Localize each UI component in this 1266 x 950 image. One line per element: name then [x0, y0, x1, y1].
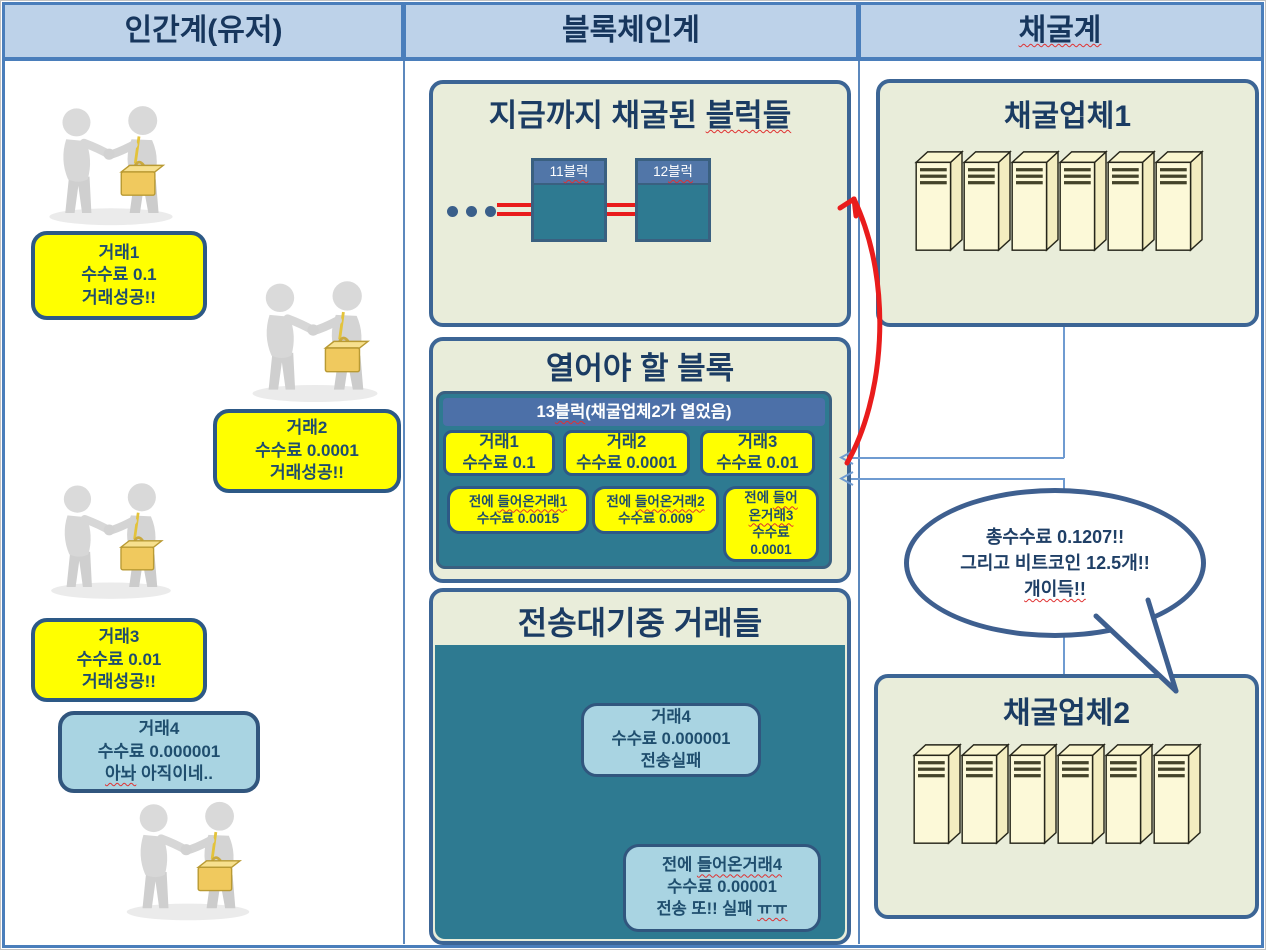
open-block-title: 열어야 할 블록: [545, 351, 735, 386]
header-divider-2: [856, 5, 861, 61]
mined-blocks-panel: 지금까지 채굴된 블럭들 11블럭 12블럭: [429, 80, 851, 327]
block-11: 11블럭: [531, 158, 607, 242]
connector-miner1-vertical: [1063, 319, 1065, 458]
handshake-figure-icon: [244, 273, 386, 406]
mined-blocks-title: 지금까지 채굴된 블럭들: [488, 98, 792, 133]
handshake-figure-icon: [43, 474, 179, 604]
miner2-title: 채굴업체2: [1002, 697, 1131, 730]
ellipsis-icon: [485, 206, 496, 217]
chain-link-icon: [607, 203, 635, 207]
miner1-title: 채굴업체1: [1003, 100, 1132, 133]
block-11-label: 11블럭: [534, 161, 604, 185]
block-12-label: 12블럭: [638, 161, 708, 185]
chain-link-icon: [497, 203, 531, 207]
connector-miner2-horizontal: [851, 478, 1064, 480]
pending-tx-title: 전송대기중 거래들: [517, 605, 763, 641]
column-divider-right: [858, 6, 860, 944]
header-band: [5, 5, 1261, 61]
header-divider-1: [401, 5, 406, 61]
header-blockchain-world: 블록체인계: [562, 14, 700, 47]
header-mining-world: 채굴계: [1018, 14, 1102, 47]
arrow-left-icon: [839, 471, 854, 486]
ellipsis-icon: [466, 206, 477, 217]
handshake-figure-icon: [41, 96, 181, 231]
curved-arrow-icon: [837, 196, 883, 466]
miner2-speech-bubble: 총수수료 0.1207!!그리고 비트코인 12.5개!!개이득!!: [904, 488, 1206, 638]
handshake-figure-icon: [116, 794, 260, 924]
block-12: 12블럭: [635, 158, 711, 242]
header-human-world: 인간계(유저): [124, 14, 283, 47]
chain-link-icon: [497, 212, 531, 216]
block-13-header: 13블럭(채굴업체2가 열었음): [443, 398, 825, 426]
speech-bubble-tail: [1093, 597, 1179, 694]
ellipsis-icon: [447, 206, 458, 217]
column-divider-left: [403, 6, 405, 944]
miner1-panel: 채굴업체1: [876, 79, 1259, 327]
chain-link-icon: [607, 212, 635, 216]
connector-miner1-horizontal: [851, 457, 1064, 459]
server-rack-icon: [1153, 149, 1209, 254]
server-rack-icon: [1151, 742, 1207, 847]
miner2-panel: 채굴업체2: [874, 674, 1259, 919]
